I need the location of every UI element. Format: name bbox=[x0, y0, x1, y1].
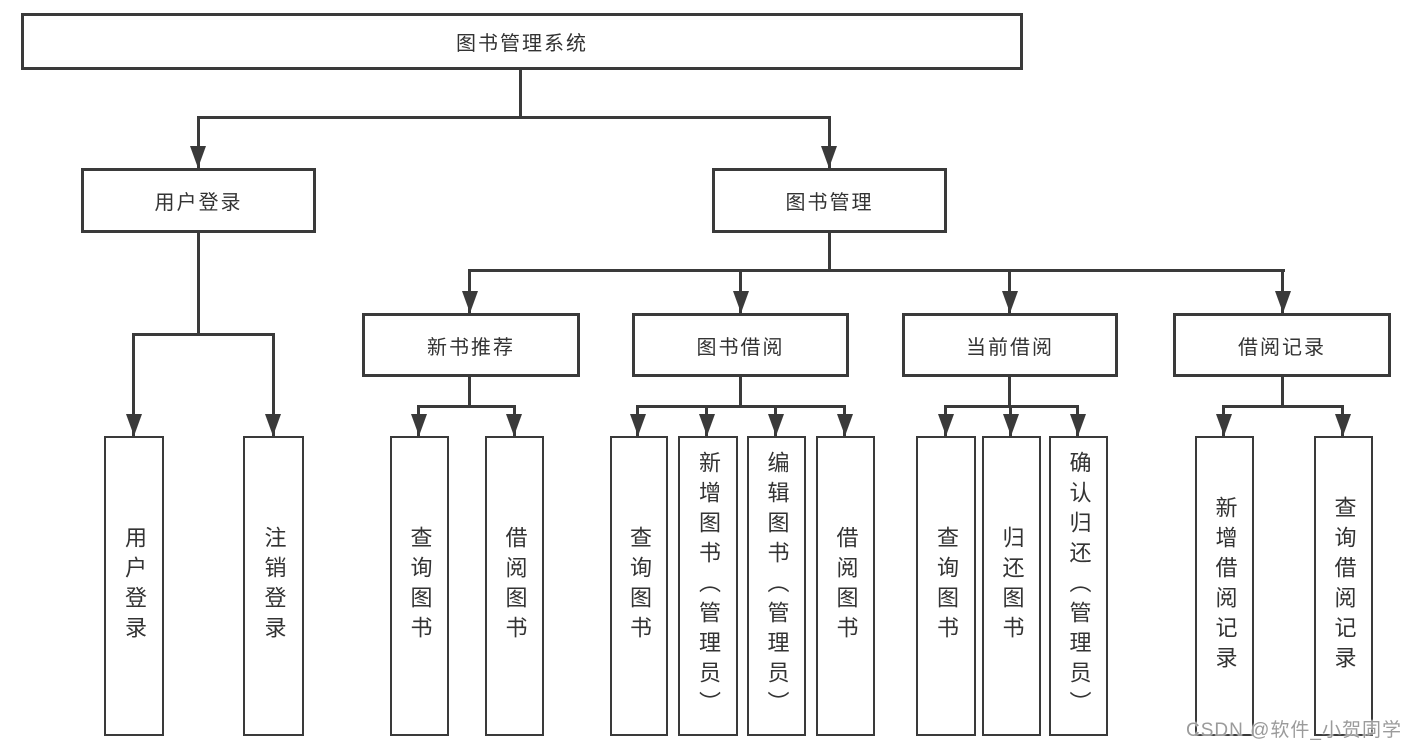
leaf-current-query: 查询图书 bbox=[916, 436, 976, 736]
leaf-borrow-borrow: 借阅图书 bbox=[816, 436, 875, 736]
arrowhead bbox=[837, 414, 853, 436]
leaf-current-return: 归还图书 bbox=[982, 436, 1041, 736]
leaf-logout-label: 注销登录 bbox=[261, 526, 287, 646]
arrowhead bbox=[630, 414, 646, 436]
node-current-borrow: 当前借阅 bbox=[902, 313, 1118, 377]
leaf-newbook-query-label: 查询图书 bbox=[407, 526, 433, 646]
leaf-user-login-label: 用户登录 bbox=[122, 526, 147, 646]
connector-drop bbox=[132, 333, 135, 436]
connector-drop bbox=[272, 333, 275, 436]
leaf-current-confirm-label: 确认归还（管理员） bbox=[1066, 451, 1092, 721]
connector-root-stem bbox=[519, 69, 522, 118]
node-root: 图书管理系统 bbox=[21, 13, 1023, 70]
connector-bookborrow-splitter bbox=[636, 405, 846, 408]
arrowhead bbox=[699, 414, 715, 436]
leaf-record-add: 新增借阅记录 bbox=[1195, 436, 1254, 736]
node-book-mgmt: 图书管理 bbox=[712, 168, 947, 233]
csdn-watermark: CSDN @软件_小贺同学 bbox=[1186, 720, 1402, 741]
arrowhead bbox=[1275, 291, 1291, 313]
leaf-borrow-edit: 编辑图书（管理员） bbox=[747, 436, 806, 736]
leaf-current-confirm: 确认归还（管理员） bbox=[1049, 436, 1108, 736]
connector-bookmgmt-splitter bbox=[468, 269, 1285, 272]
node-new-book-rec-label: 新书推荐 bbox=[427, 336, 515, 359]
connector-newbook-splitter bbox=[417, 405, 516, 408]
arrowhead bbox=[190, 146, 206, 168]
leaf-borrow-edit-label: 编辑图书（管理员） bbox=[764, 451, 790, 721]
leaf-borrow-add: 新增图书（管理员） bbox=[678, 436, 738, 736]
arrowhead bbox=[821, 146, 837, 168]
arrowhead bbox=[126, 414, 142, 436]
arrowhead bbox=[733, 291, 749, 313]
node-new-book-rec: 新书推荐 bbox=[362, 313, 580, 377]
leaf-newbook-query: 查询图书 bbox=[390, 436, 449, 736]
arrowhead bbox=[411, 414, 427, 436]
leaf-user-login: 用户登录 bbox=[104, 436, 164, 736]
arrowhead bbox=[1002, 291, 1018, 313]
leaf-borrow-query-label: 查询图书 bbox=[627, 526, 652, 646]
arrowhead bbox=[1003, 414, 1019, 436]
connector-borrowrecord-stem bbox=[1281, 377, 1284, 408]
node-borrow-record: 借阅记录 bbox=[1173, 313, 1391, 377]
connector-userlogin-stem bbox=[197, 232, 200, 336]
leaf-borrow-borrow-label: 借阅图书 bbox=[833, 526, 859, 646]
node-user-login: 用户登录 bbox=[81, 168, 316, 233]
leaf-record-add-label: 新增借阅记录 bbox=[1212, 496, 1238, 676]
leaf-logout: 注销登录 bbox=[243, 436, 304, 736]
connector-root-right-drop bbox=[828, 116, 831, 168]
leaf-record-query-label: 查询借阅记录 bbox=[1331, 496, 1357, 676]
connector-newbook-stem bbox=[468, 377, 471, 408]
leaf-newbook-borrow-label: 借阅图书 bbox=[502, 526, 528, 646]
leaf-newbook-borrow: 借阅图书 bbox=[485, 436, 544, 736]
node-user-login-label: 用户登录 bbox=[154, 192, 243, 214]
arrowhead bbox=[1070, 414, 1086, 436]
connector-userlogin-splitter bbox=[132, 333, 275, 336]
arrowhead bbox=[938, 414, 954, 436]
connector-currentborrow-stem bbox=[1008, 377, 1011, 408]
connector-bookmgmt-stem bbox=[828, 232, 831, 272]
arrowhead bbox=[462, 291, 478, 313]
leaf-current-return-label: 归还图书 bbox=[999, 526, 1025, 646]
connector-borrowrecord-splitter bbox=[1222, 405, 1344, 408]
connector-root-splitter bbox=[197, 116, 831, 119]
arrowhead bbox=[1216, 414, 1232, 436]
arrowhead bbox=[506, 414, 522, 436]
leaf-borrow-query: 查询图书 bbox=[610, 436, 668, 736]
arrowhead bbox=[768, 414, 784, 436]
connector-bookborrow-stem bbox=[739, 377, 742, 408]
node-book-mgmt-label: 图书管理 bbox=[785, 192, 874, 214]
node-current-borrow-label: 当前借阅 bbox=[966, 336, 1054, 359]
arrowhead bbox=[1335, 414, 1351, 436]
leaf-current-query-label: 查询图书 bbox=[934, 526, 959, 646]
node-book-borrow: 图书借阅 bbox=[632, 313, 849, 377]
leaf-record-query: 查询借阅记录 bbox=[1314, 436, 1373, 736]
node-book-borrow-label: 图书借阅 bbox=[696, 336, 785, 359]
node-root-label: 图书管理系统 bbox=[456, 33, 588, 55]
connector-root-left-drop bbox=[197, 116, 200, 168]
node-borrow-record-label: 借阅记录 bbox=[1238, 336, 1326, 359]
arrowhead bbox=[265, 414, 281, 436]
leaf-borrow-add-label: 新增图书（管理员） bbox=[696, 451, 721, 721]
